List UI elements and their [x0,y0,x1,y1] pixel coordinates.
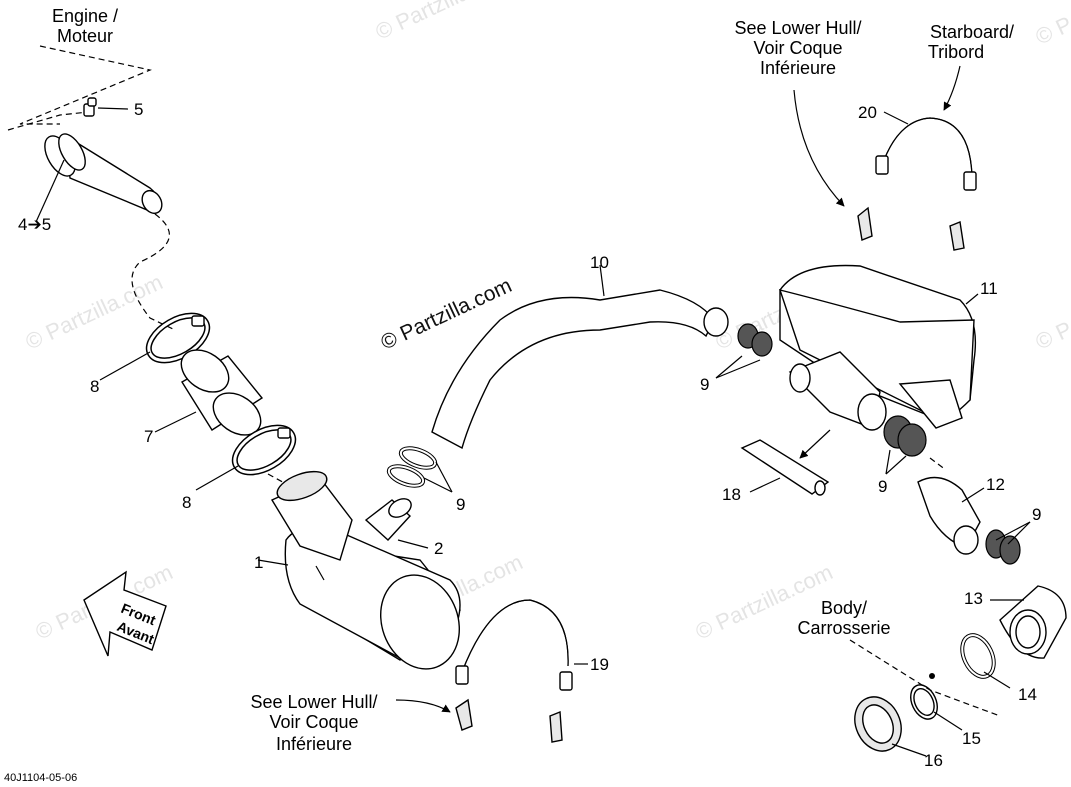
part-11-water-box [778,264,979,459]
front-direction-arrow: Front Avant [83,570,167,657]
note-line: Carrosserie [797,618,890,638]
callout-13: 13 [964,589,983,608]
callout-20: 20 [858,103,877,122]
part-10-exhaust-hose [431,264,729,450]
part-14-gasket [960,633,1011,689]
note-body: Body/ Carrosserie [797,598,890,638]
callout-9: 9 [1032,505,1041,524]
note-line: Body/ [821,598,867,618]
note-starboard: Starboard/ Tribord [928,22,1014,62]
note-line: Inférieure [276,734,352,754]
engine-boundary-line [7,111,89,131]
pointer-arrow [793,89,845,207]
part-9-clamps-right-mid [883,415,947,475]
watermark: © Partzilla.com [1032,269,1071,354]
part-9-clamps-right-upper [715,323,773,379]
part-15-ring [910,684,963,731]
part-9-clamps-right-lower [985,521,1031,565]
mounting-brackets [455,206,965,743]
callout-14: 14 [1018,685,1037,704]
callout-15: 15 [962,729,981,748]
part-9-clamps-center [386,446,453,493]
note-line: Starboard/ [930,22,1014,42]
callout-2: 2 [434,539,443,558]
note-line: See Lower Hull/ [734,18,861,38]
part-7-sleeve [154,349,264,436]
part-5-fitting [83,97,129,117]
callout-7: 7 [144,427,153,446]
part-18-strip [740,439,830,496]
callout-19: 19 [590,655,609,674]
callout-1: 1 [254,553,263,572]
callout-8: 8 [182,493,191,512]
part-20-strap [875,111,977,191]
connection-guide [131,213,176,331]
watermark: © Partzilla.com [1032,0,1071,50]
note-line: Voir Coque [753,38,842,58]
part-19-strap [455,599,588,691]
callout-5: 5 [134,100,143,119]
callout-12: 12 [986,475,1005,494]
callout-18: 18 [722,485,741,504]
diagram-code: 40J1104-05-06 [4,772,77,784]
callout-9: 9 [456,495,465,514]
callout-labels: 5 4➔5 8 7 8 1 2 9 10 11 9 9 18 12 9 13 1… [18,100,1041,770]
note-see-lower-hull-top: See Lower Hull/ Voir Coque Inférieure [734,18,861,78]
callout-16: 16 [924,751,943,770]
part-1-muffler [257,470,461,670]
body-point [929,673,935,679]
body-guide [849,639,1001,717]
pointer-arrow [943,65,961,111]
callout-4-5: 4➔5 [18,215,51,234]
part-12-elbow [917,476,985,555]
note-line: Engine / [52,6,118,26]
callout-9: 9 [700,375,709,394]
note-line: Voir Coque [269,712,358,732]
note-see-lower-hull-bottom: See Lower Hull/ Voir Coque Inférieure [250,692,377,754]
engine-boundary-line [19,45,152,125]
callout-11: 11 [980,279,998,298]
part-16-nut [854,696,927,757]
connection-guide [929,457,947,471]
part-4-connector-tube [35,133,176,331]
part-13-outlet [990,585,1067,659]
watermark: © Partzilla.com [372,0,517,45]
callout-9: 9 [878,477,887,496]
note-line: Moteur [57,26,113,46]
note-line: See Lower Hull/ [250,692,377,712]
engine-note: Engine / Moteur [7,6,152,131]
callout-10: 10 [590,253,609,272]
pointer-arrow [395,699,451,713]
note-line: Tribord [928,42,984,62]
note-line: Inférieure [760,58,836,78]
callout-8: 8 [90,377,99,396]
